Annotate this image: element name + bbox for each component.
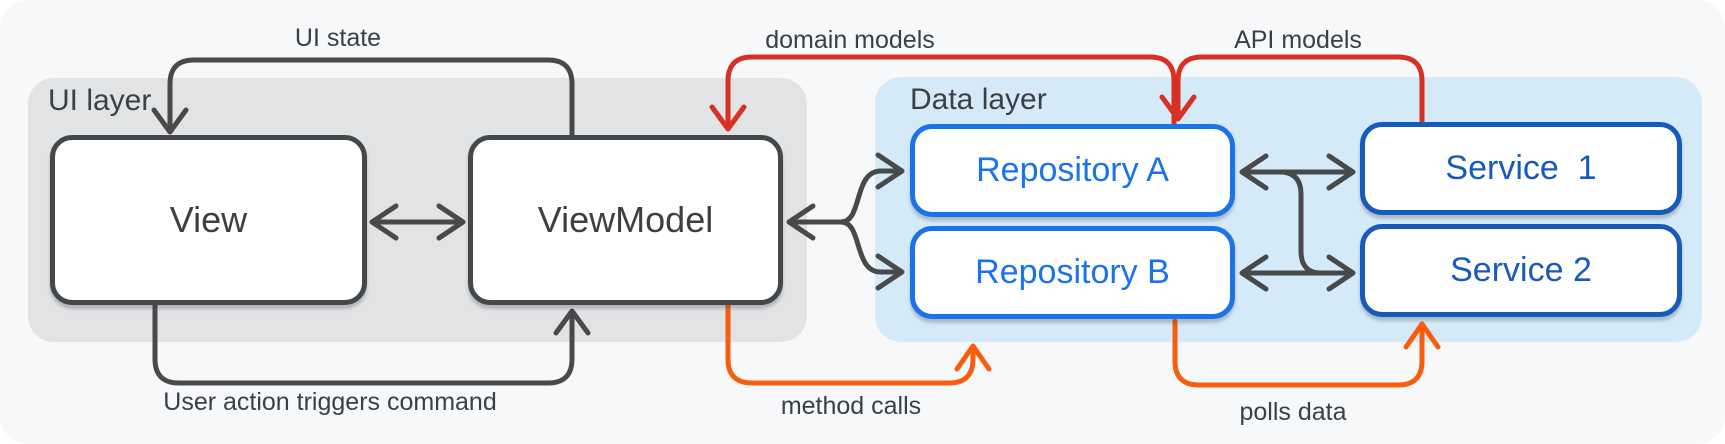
- node-repository-a: Repository A: [910, 124, 1235, 217]
- node-viewmodel: ViewModel: [468, 135, 783, 305]
- node-repository-b-label: Repository B: [975, 253, 1170, 291]
- node-service-2-label: Service 2: [1450, 251, 1592, 289]
- node-service-2: Service 2: [1360, 224, 1682, 317]
- edge-label-polls-data: polls data: [1239, 398, 1347, 426]
- node-view-label: View: [169, 199, 248, 240]
- edge-label-domain-models: domain models: [765, 26, 935, 54]
- arrowhead-method-calls: [954, 343, 992, 372]
- data-layer-label: Data layer: [910, 83, 1047, 116]
- edge-label-api-models: API models: [1234, 26, 1362, 54]
- node-repository-b: Repository B: [910, 226, 1235, 319]
- node-repository-a-label: Repository A: [976, 151, 1169, 189]
- node-service-1-label: Service 1: [1445, 149, 1597, 187]
- edge-label-method-calls: method calls: [780, 392, 922, 420]
- node-viewmodel-label: ViewModel: [537, 199, 714, 240]
- node-service-1: Service 1: [1360, 122, 1682, 215]
- node-view: View: [50, 135, 367, 305]
- edge-label-ui-state: UI state: [294, 24, 382, 52]
- edge-label-user-action: User action triggers command: [163, 388, 497, 416]
- ui-layer-label: UI layer: [48, 84, 152, 117]
